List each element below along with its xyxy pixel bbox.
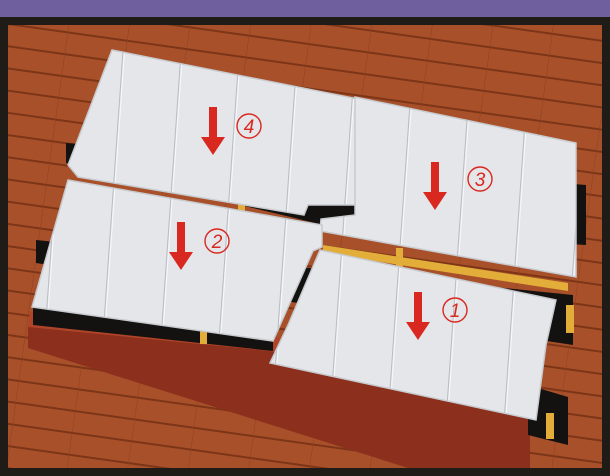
roof-illustration: 4 3 2 1 (8, 25, 602, 468)
batten (546, 413, 554, 439)
panel-number-label: 4 (244, 117, 255, 138)
panel-number-label: 3 (475, 170, 486, 191)
roof-diagram: 4 3 2 1 (8, 25, 602, 468)
panel-number-label: 2 (211, 232, 223, 253)
panel-number-label: 1 (450, 301, 461, 322)
batten (566, 305, 574, 333)
image-frame: 4 3 2 1 (0, 17, 610, 476)
